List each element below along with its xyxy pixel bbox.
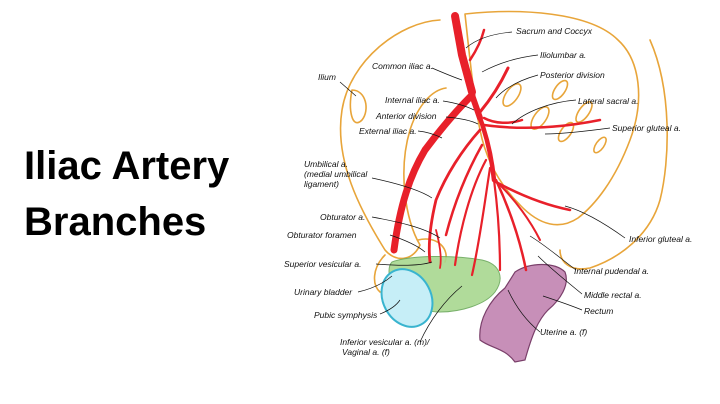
label-umbilical-3: ligament) [304, 179, 339, 189]
leader-ilium [339, 81, 357, 97]
superior-gluteal-branch [482, 118, 602, 129]
leader-posterior-division [495, 74, 539, 99]
label-umbilical-2: (medial umbilical [304, 169, 368, 179]
branch-b [470, 166, 492, 277]
title-line-1: Iliac Artery [24, 144, 230, 188]
labels: Sacrum and Coccyx Iliolumbar a. Posterio… [284, 26, 692, 357]
rectum-shape [479, 263, 567, 363]
label-urinary-bladder: Urinary bladder [294, 287, 353, 297]
leader-lateral-sacral [511, 99, 577, 125]
leader-inferior-gluteal [564, 205, 626, 239]
label-inferior-vesicular-2: Vaginal a. (f) [342, 347, 390, 357]
leader-obturator [371, 216, 441, 239]
label-iliolumbar: Iliolumbar a. [540, 50, 586, 60]
leader-pubic-symphysis [379, 299, 401, 315]
label-rectum: Rectum [584, 306, 613, 316]
label-anterior-division: Anterior division [375, 111, 437, 121]
leader-superior-gluteal [544, 127, 611, 135]
label-uterine: Uterine a. (f) [540, 327, 587, 337]
umbilical-artery [427, 128, 482, 264]
leader-anterior-division [445, 116, 479, 125]
middle-rectal-branch [499, 184, 541, 241]
ilium-inner-outline [349, 89, 367, 124]
ilium-outline [339, 19, 447, 260]
leader-sacrum [465, 31, 513, 49]
sacrum-outline [464, 10, 640, 226]
sacral-foramen-3 [557, 121, 575, 143]
leader-common-iliac [431, 67, 463, 81]
superior-vesicular-branch [435, 229, 442, 269]
sacral-foramen-4 [575, 100, 593, 124]
sacral-foramen-1 [502, 83, 522, 107]
leader-rectum [542, 295, 583, 311]
pubic-symphysis-shape [380, 268, 434, 328]
label-external-iliac: External iliac a. [359, 126, 417, 136]
label-middle-rectal: Middle rectal a. [584, 290, 642, 300]
internal-iliac-artery [469, 92, 483, 121]
label-inferior-gluteal: Inferior gluteal a. [629, 234, 692, 244]
label-internal-iliac: Internal iliac a. [385, 95, 440, 105]
label-common-iliac: Common iliac a. [372, 61, 433, 71]
leader-umbilical [371, 177, 433, 199]
leader-uterine [507, 289, 541, 333]
page-title: Iliac Artery Branches [24, 138, 229, 250]
obturator-artery [444, 143, 484, 237]
iliolumbar-branch [468, 28, 486, 62]
arteries [390, 12, 602, 277]
leader-obturator-foramen [389, 234, 426, 253]
leader-external-iliac [417, 130, 443, 139]
leader-iliolumbar [481, 54, 539, 73]
leader-superior-vesicular [375, 261, 433, 266]
branch-a [453, 158, 488, 267]
posterior-division-branch [478, 66, 510, 114]
label-obturator-foramen: Obturator foramen [287, 230, 357, 240]
anterior-trunk [477, 115, 497, 183]
label-umbilical-1: Umbilical a. [304, 159, 348, 169]
leader-internal-pudendal [529, 235, 577, 271]
inferior-gluteal-branch [494, 180, 572, 212]
label-sacrum: Sacrum and Coccyx [516, 26, 593, 36]
label-superior-gluteal: Superior gluteal a. [612, 123, 681, 133]
common-iliac-artery [451, 12, 476, 96]
leader-urinary-bladder [357, 275, 393, 293]
label-posterior-division: Posterior division [540, 70, 605, 80]
label-internal-pudendal: Internal pudendal a. [574, 266, 649, 276]
label-inferior-vesicular-1: Inferior vesicular a. (m)/ [340, 337, 431, 347]
lateral-sacral-branch [482, 116, 524, 124]
sacral-foramen-5 [551, 79, 569, 101]
label-superior-vesicular: Superior vesicular a. [284, 259, 361, 269]
leader-inferior-vesicular [419, 285, 463, 343]
pelvic-bone-outlines [339, 10, 668, 293]
title-line-2: Branches [24, 200, 207, 244]
internal-pudendal-branch [494, 178, 528, 272]
sacral-foramen-6 [593, 136, 607, 154]
leader-lines [339, 31, 626, 343]
label-obturator: Obturator a. [320, 212, 365, 222]
label-pubic-symphysis: Pubic symphysis [314, 310, 378, 320]
label-ilium: Ilium [318, 72, 336, 82]
leader-middle-rectal [537, 255, 583, 295]
branch-c [492, 178, 502, 272]
label-lateral-sacral: Lateral sacral a. [578, 96, 638, 106]
leader-internal-iliac [442, 100, 475, 111]
external-iliac-artery [390, 91, 476, 254]
